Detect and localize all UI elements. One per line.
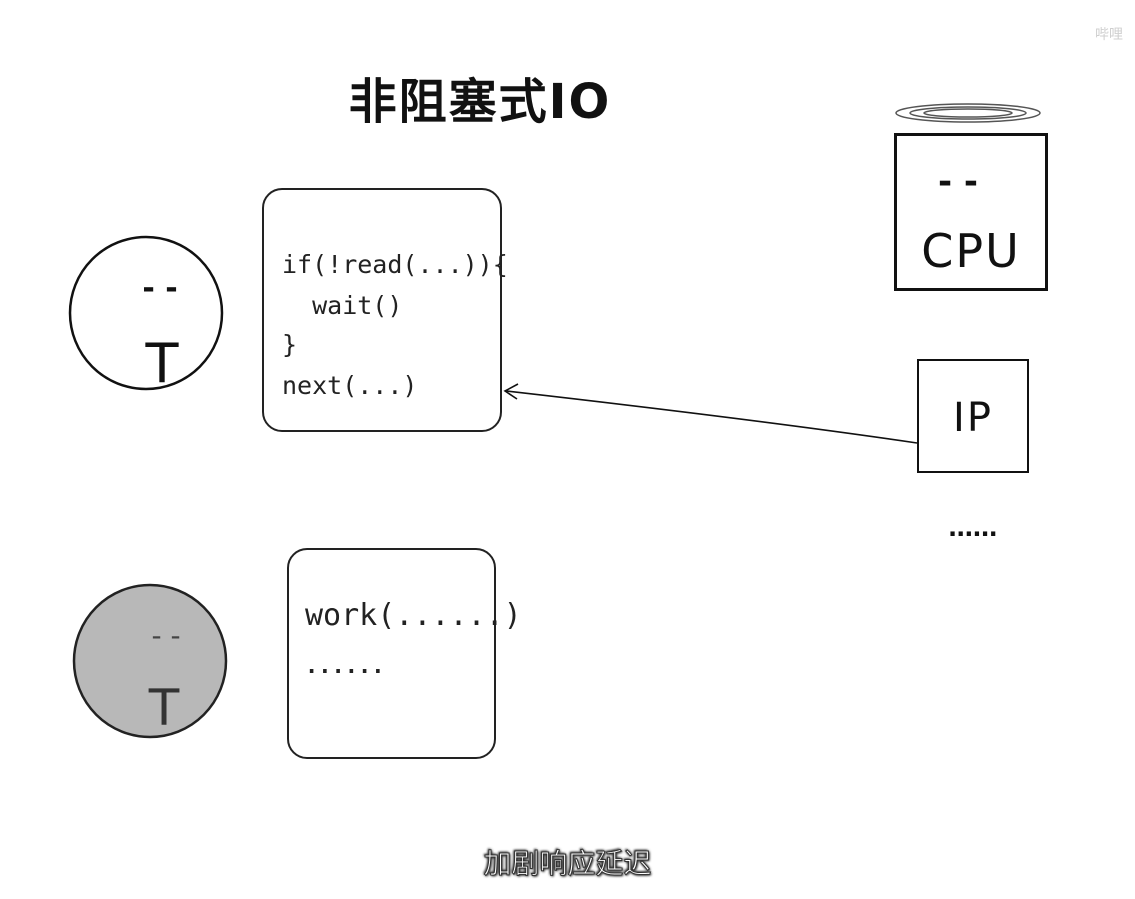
ip-label: IP [953, 395, 993, 441]
diagram-title: 非阻塞式IO [348, 74, 612, 130]
thread-face-idle: - - T [72, 583, 228, 739]
code-line: next(...) [282, 371, 418, 400]
cpu-eyes: - - [938, 162, 978, 202]
code-line: ...... [305, 654, 385, 679]
more-ellipsis: ...... [948, 514, 998, 542]
code-block-work: work(......) ...... [287, 548, 522, 759]
cpu-halo [895, 103, 1041, 123]
code-block-read: if(!read(...)){ wait() } next(...) [262, 188, 508, 432]
watermark-logo: 哔哩 [1095, 27, 1123, 43]
code-line: } [282, 330, 298, 359]
data-arrow [503, 383, 918, 444]
code-line: wait() [282, 291, 403, 320]
ip-box: IP [917, 359, 1029, 473]
cpu-label: CPU [921, 224, 1021, 278]
video-subtitle: 加剧响应延迟 [483, 847, 652, 881]
code-line: work(......) [305, 598, 522, 633]
thread-face-idle-mouth: T [148, 679, 180, 737]
code-line: if(!read(...)){ [282, 250, 508, 279]
thread-face-idle-eyes: - - [151, 619, 180, 652]
thread-face-active: - - T [68, 235, 224, 395]
cpu-box: CPU [894, 133, 1048, 291]
thread-face-active-eyes: - - [142, 271, 177, 306]
thread-face-active-mouth: T [145, 332, 180, 395]
